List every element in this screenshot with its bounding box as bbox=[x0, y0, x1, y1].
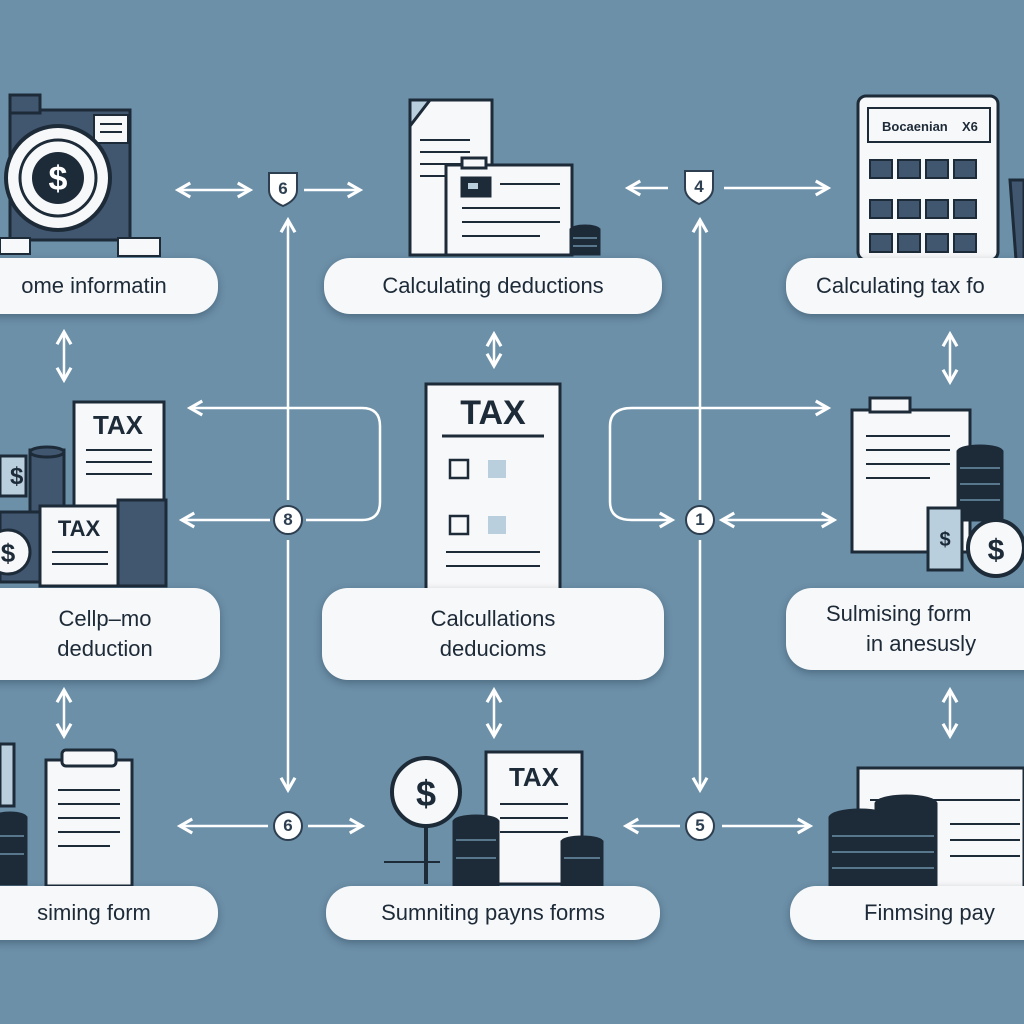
dollar-symbol-2: $ bbox=[10, 463, 24, 490]
step-label: Calculating tax fo bbox=[816, 273, 985, 298]
illustration-payment: $ TAX bbox=[384, 750, 604, 888]
step-label-line-2: in anesusly bbox=[866, 631, 977, 656]
dollar-symbol-1: $ bbox=[49, 160, 68, 198]
illustration-coins-docs bbox=[828, 766, 1024, 890]
step-label: Sumniting payns forms bbox=[381, 900, 605, 925]
illustration-clipboard bbox=[0, 742, 134, 888]
loop-left bbox=[186, 399, 382, 522]
step-calculating-tax-form: Calculating tax fo bbox=[786, 258, 1024, 314]
step-label-line-1: Cellp–mo bbox=[58, 606, 152, 631]
step-cellp-deduction: Cellp–mo deduction bbox=[0, 588, 220, 680]
loop-right bbox=[608, 399, 832, 529]
step-label-line-2: deducioms bbox=[439, 636, 547, 661]
calculator-display-text: Bocaenian bbox=[882, 119, 948, 134]
illustration-calculator: Bocaenian X6 bbox=[856, 94, 1024, 262]
step-siming-form: siming form bbox=[0, 886, 218, 940]
connectors bbox=[55, 179, 959, 835]
step-income-information: ome informatin bbox=[0, 258, 218, 314]
step-label-line-1: Sulmising form bbox=[826, 601, 972, 626]
badge-number: 6 bbox=[278, 179, 288, 198]
illustration-deduction-documents bbox=[408, 98, 601, 257]
illustration-income-document: $ bbox=[0, 93, 161, 257]
step-label-line-1: Calcullations bbox=[430, 606, 556, 631]
step-label-line-2: deduction bbox=[57, 636, 153, 661]
step-label: siming form bbox=[37, 900, 151, 925]
dollar-symbol-3: $ bbox=[1, 538, 16, 568]
step-calculating-deductions: Calculating deductions bbox=[324, 258, 662, 314]
tax-word-4: TAX bbox=[509, 762, 560, 792]
shield-badge-top-right: 4 bbox=[682, 168, 716, 206]
step-label: Finmsing pay bbox=[864, 900, 995, 925]
dollar-symbol-6: $ bbox=[416, 773, 436, 814]
step-label: Calculating deductions bbox=[382, 273, 604, 298]
step-label: ome informatin bbox=[21, 273, 167, 298]
shield-badge-top-left: 6 bbox=[266, 170, 300, 208]
illustration-tax-stack: TAX $ $ TAX bbox=[0, 400, 168, 588]
illustration-submission-documents: $ $ bbox=[850, 396, 1024, 578]
tax-word-3: TAX bbox=[460, 394, 526, 432]
tax-word-1: TAX bbox=[93, 410, 144, 440]
badge-bottom-left: 6 bbox=[273, 811, 303, 841]
dollar-symbol-4: $ bbox=[939, 529, 950, 551]
tax-word-2: TAX bbox=[58, 516, 101, 541]
badge-number: 4 bbox=[694, 177, 704, 196]
step-calculations-deductions: Calcullations deducioms bbox=[322, 588, 664, 680]
illustration-tax-form: TAX bbox=[424, 382, 562, 596]
step-finmsing-pay: Finmsing pay bbox=[790, 886, 1024, 940]
badge-middle-left: 8 bbox=[273, 505, 303, 535]
step-sulmising-form: Sulmising form in anesusly bbox=[786, 588, 1024, 670]
step-sumniting-payns-forms: Sumniting payns forms bbox=[326, 886, 660, 940]
badge-bottom-right: 5 bbox=[685, 811, 715, 841]
dollar-symbol-5: $ bbox=[988, 534, 1005, 567]
calculator-display-suffix: X6 bbox=[962, 119, 978, 134]
badge-middle-right: 1 bbox=[685, 505, 715, 535]
